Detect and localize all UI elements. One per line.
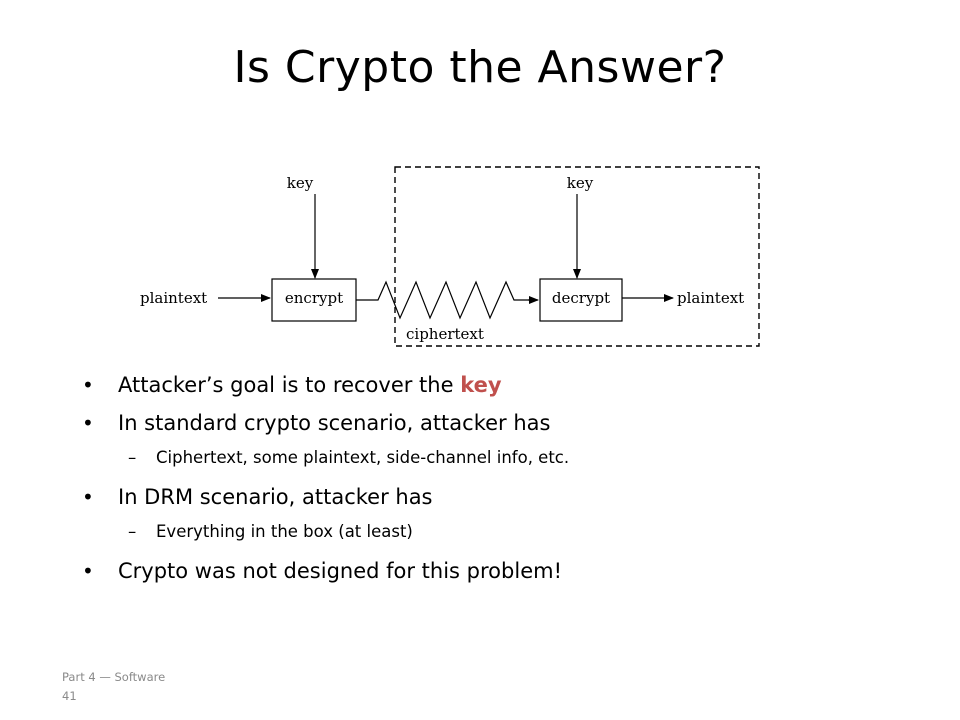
right-key-label: key (567, 174, 594, 192)
decrypt-label: decrypt (552, 289, 610, 307)
decrypt-box (539, 278, 623, 322)
key-highlight: key (460, 373, 502, 397)
bullet-conclusion: Crypto was not designed for this problem… (82, 556, 922, 586)
ciphertext-zigzag (356, 280, 530, 320)
left-key-label: key (287, 174, 314, 192)
right-plaintext-label: plaintext (677, 289, 744, 307)
crypto-diagram: key key plaintext encrypt ciphertext dec… (140, 166, 760, 347)
attacker-box (394, 166, 760, 347)
slide-title: Is Crypto the Answer? (233, 42, 727, 93)
sub-bullet-standard: Ciphertext, some plaintext, side-channel… (82, 446, 922, 470)
slide-footer: Part 4 — Software 41 (62, 668, 165, 706)
footer-section: Part 4 — Software (62, 670, 166, 684)
page-number: 41 (62, 689, 77, 703)
bullet-list: Attacker’s goal is to recover the key In… (82, 370, 922, 594)
bullet-standard: In standard crypto scenario, attacker ha… (82, 408, 922, 438)
encrypt-label: encrypt (285, 289, 343, 307)
bullet-goal-text: Attacker’s goal is to recover the (118, 373, 461, 397)
sub-bullet-drm: Everything in the box (at least) (82, 520, 922, 544)
ciphertext-label: ciphertext (406, 325, 484, 343)
left-plaintext-label: plaintext (140, 289, 207, 307)
bullet-goal: Attacker’s goal is to recover the key (82, 370, 922, 400)
bullet-drm: In DRM scenario, attacker has (82, 482, 922, 512)
encrypt-box (271, 278, 357, 322)
